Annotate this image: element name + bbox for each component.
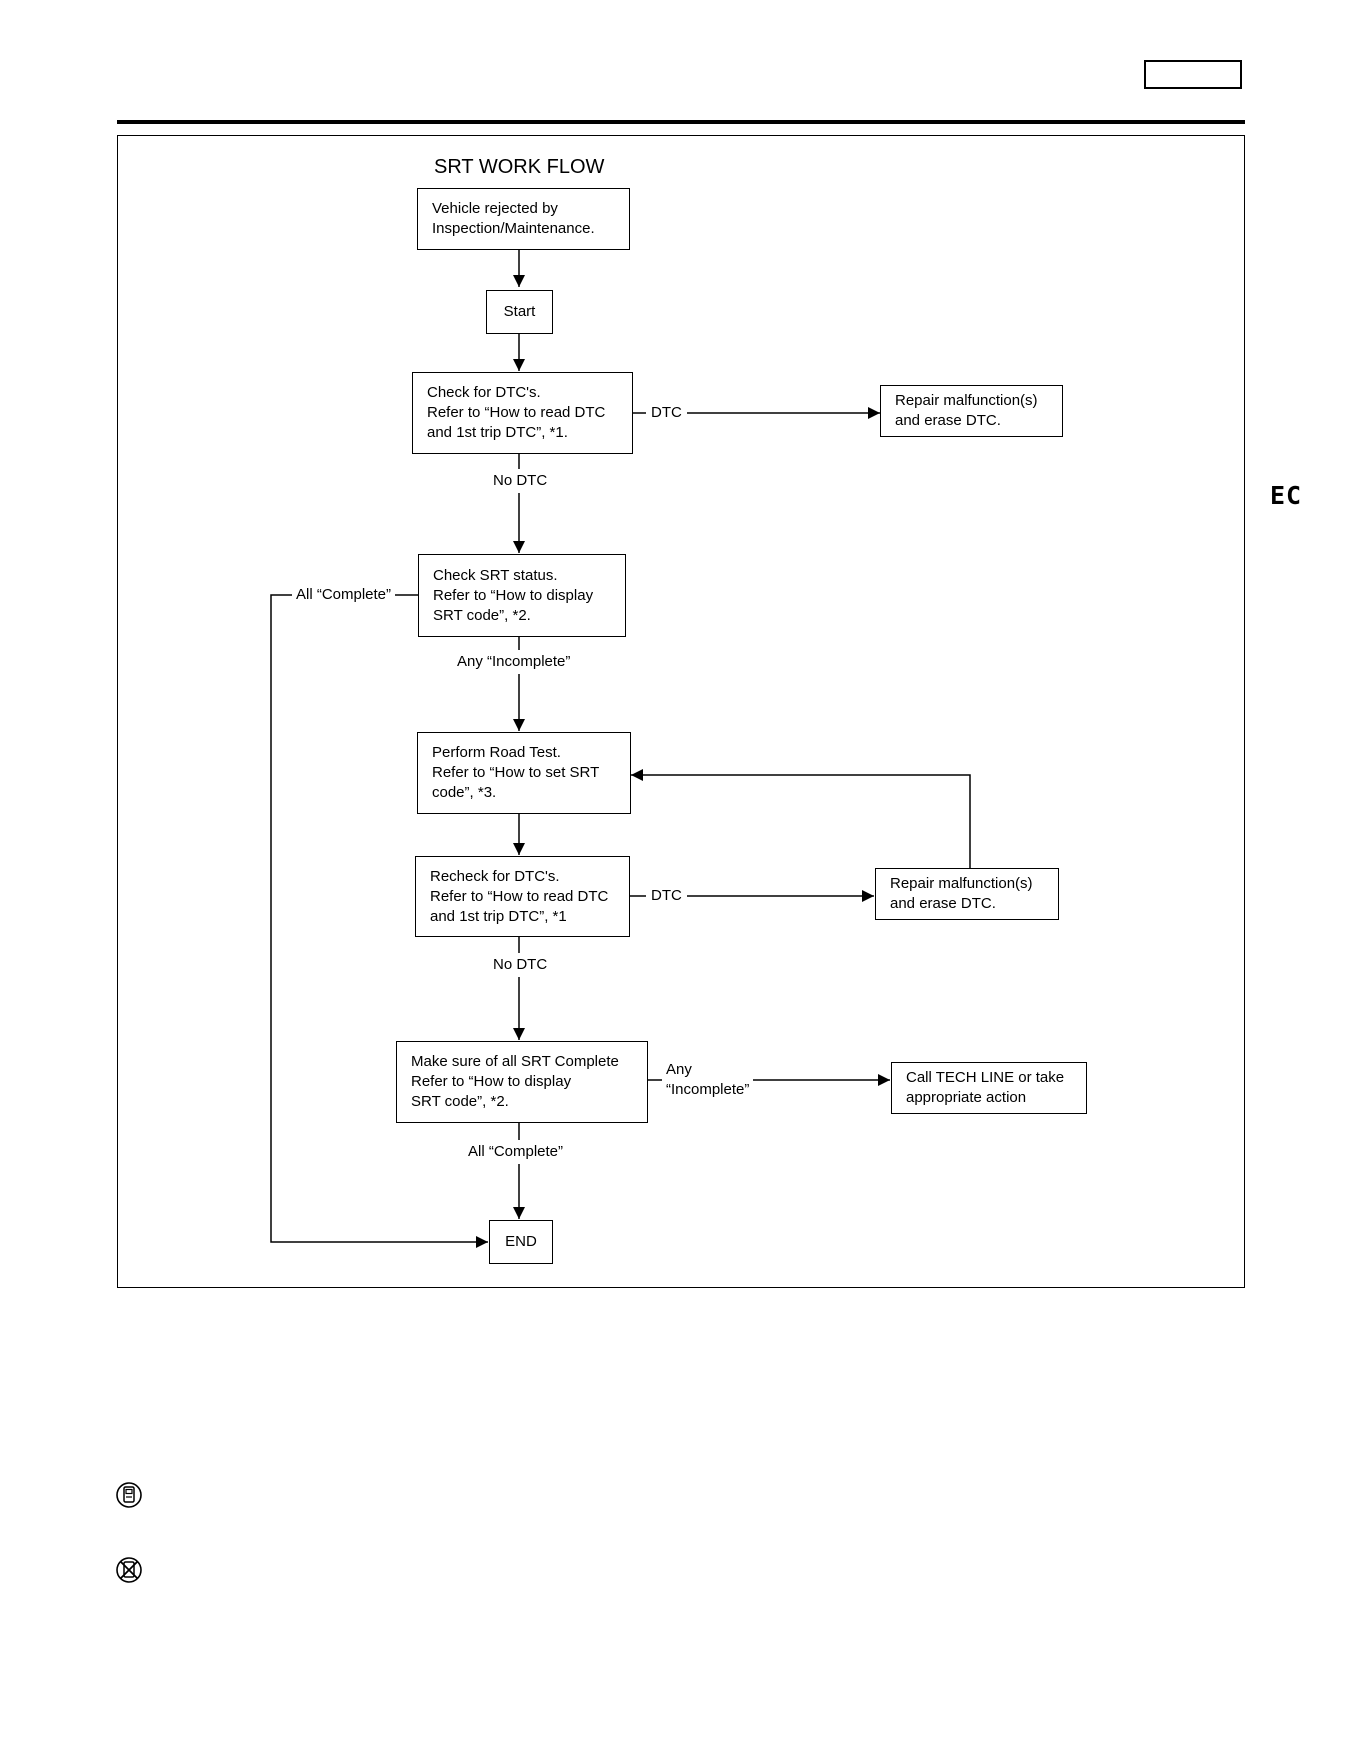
diagram-frame (117, 135, 1245, 1288)
node-line: Check SRT status. (433, 566, 558, 584)
node-line: SRT code”, *2. (433, 606, 531, 624)
node-line: and 1st trip DTC”, *1. (427, 424, 568, 441)
node-line: Refer to “How to set SRT (432, 764, 600, 781)
label-line: “Incomplete” (666, 1081, 750, 1098)
label-all-complete-2: All “Complete” (464, 1140, 568, 1164)
page-number-box (1144, 60, 1242, 89)
node-line: and erase DTC. (895, 412, 1001, 429)
node-line: Recheck for DTC's. (430, 867, 560, 885)
header-rule (117, 120, 1245, 124)
node-check-srt: Check SRT status. Refer to “How to displ… (418, 554, 626, 637)
node-line: Refer to “How to display (433, 586, 594, 604)
node-start: Start (486, 290, 553, 334)
node-line: Inspection/Maintenance. (432, 220, 595, 237)
node-line: END (505, 1233, 537, 1250)
label-any-incomplete-1: Any “Incomplete” (453, 650, 575, 674)
node-repair-2: Repair malfunction(s) and erase DTC. (875, 868, 1059, 920)
node-call-tech: Call TECH LINE or take appropriate actio… (891, 1062, 1087, 1114)
node-line: Check for DTC's. (427, 384, 541, 401)
without-consult-icon (116, 1557, 142, 1583)
node-line: Call TECH LINE or take (906, 1069, 1065, 1086)
node-line: Repair malfunction(s) (895, 392, 1038, 409)
edge-repair-2-to-road-test (631, 769, 971, 868)
node-line: SRT code”, *2. (411, 1093, 509, 1110)
node-check-dtc: Check for DTC's. Refer to “How to read D… (412, 372, 633, 454)
node-line: appropriate action (906, 1089, 1027, 1106)
node-line: and erase DTC. (890, 895, 996, 912)
node-line: and 1st trip DTC”, *1 (430, 907, 567, 925)
node-line: Repair malfunction(s) (890, 875, 1033, 892)
node-line: Refer to “How to read DTC (427, 404, 606, 421)
node-end: END (489, 1220, 553, 1264)
label-no-dtc-2: No DTC (489, 953, 552, 977)
node-line: Make sure of all SRT Complete (411, 1053, 619, 1070)
section-tab-label: EC (1270, 481, 1303, 510)
node-line: code”, *3. (432, 784, 497, 801)
with-consult-icon (116, 1482, 142, 1508)
label-dtc-1: DTC (646, 403, 687, 423)
label-line: Any (666, 1061, 692, 1078)
diagram-title: SRT WORK FLOW (434, 156, 605, 178)
node-road-test: Perform Road Test. Refer to “How to set … (417, 732, 631, 814)
section-tab: EC (1256, 461, 1361, 530)
node-recheck-dtc: Recheck for DTC's. Refer to “How to read… (415, 856, 630, 937)
node-make-sure: Make sure of all SRT Complete Refer to “… (396, 1041, 648, 1123)
node-line: Perform Road Test. (432, 744, 561, 761)
node-repair-1: Repair malfunction(s) and erase DTC. (880, 385, 1063, 437)
node-line: Refer to “How to display (411, 1073, 572, 1090)
node-line: Start (503, 303, 536, 320)
label-no-dtc-1: No DTC (489, 469, 552, 493)
node-line: Refer to “How to read DTC (430, 887, 609, 905)
label-all-complete-1: All “Complete” (292, 585, 396, 605)
node-line: Vehicle rejected by (432, 200, 558, 217)
label-any-incomplete-2: Any “Incomplete” (662, 1060, 754, 1100)
node-vehicle-rejected: Vehicle rejected by Inspection/Maintenan… (417, 188, 630, 250)
label-dtc-2: DTC (646, 886, 687, 906)
